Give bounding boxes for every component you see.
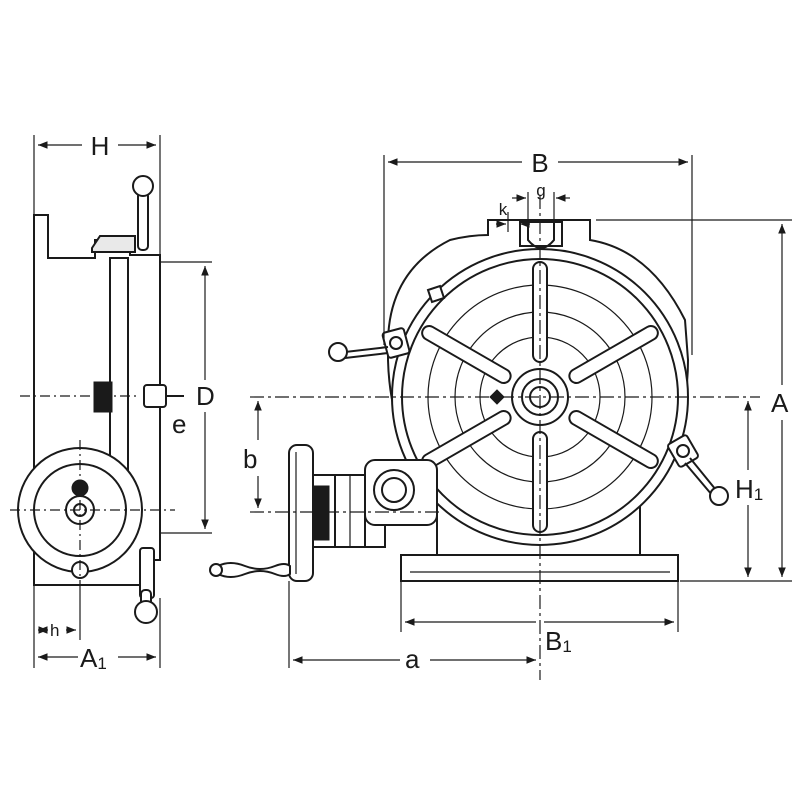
label-D: D bbox=[196, 381, 215, 411]
label-g: g bbox=[536, 181, 545, 200]
label-H1: H1 bbox=[735, 474, 763, 504]
dim-k: k bbox=[496, 200, 530, 232]
label-B1: B1 bbox=[545, 626, 572, 656]
dim-A: A bbox=[596, 219, 792, 582]
label-a: a bbox=[405, 644, 420, 674]
dim-H: H bbox=[33, 128, 161, 255]
label-e: e bbox=[172, 409, 186, 439]
dim-b: b bbox=[243, 401, 262, 508]
dim-h: h bbox=[33, 585, 81, 668]
dim-a: a bbox=[288, 581, 536, 674]
label-k: k bbox=[499, 200, 508, 219]
side-view bbox=[10, 175, 184, 624]
label-B: B bbox=[531, 148, 548, 178]
dim-H1: H1 bbox=[735, 401, 763, 577]
dim-g: g bbox=[512, 181, 570, 222]
dim-B1: B1 bbox=[400, 581, 679, 656]
dim-B: B bbox=[383, 148, 693, 355]
label-A1: A1 bbox=[80, 643, 107, 673]
label-h: h bbox=[50, 621, 59, 640]
label-A: A bbox=[771, 388, 789, 418]
dim-D: D bbox=[160, 261, 215, 534]
label-H: H bbox=[91, 131, 110, 161]
front-view bbox=[209, 195, 760, 680]
label-b: b bbox=[243, 444, 257, 474]
dim-A1: A1 bbox=[38, 598, 161, 673]
